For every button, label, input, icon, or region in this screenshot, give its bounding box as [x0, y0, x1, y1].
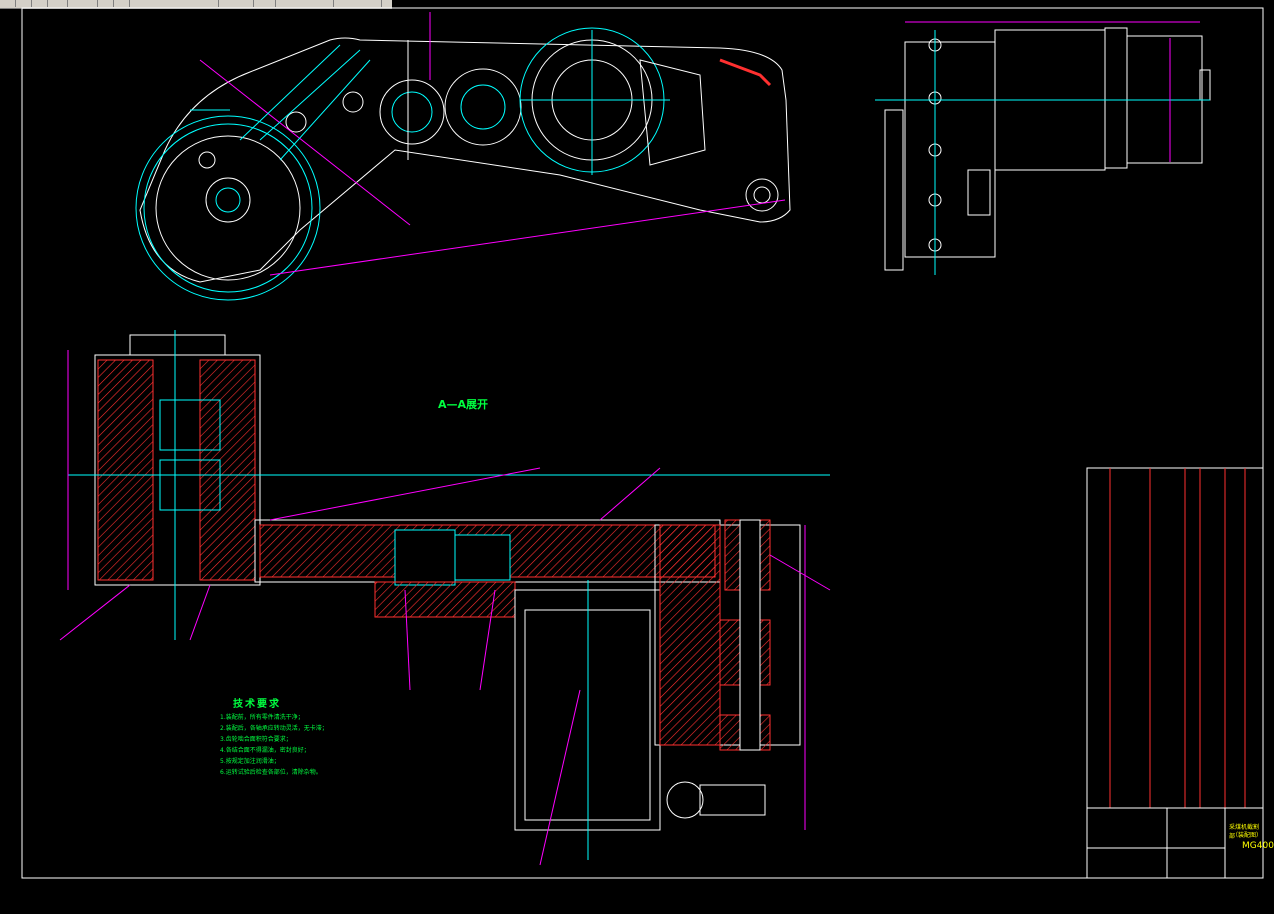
drawing-frame [21, 7, 1264, 879]
tech-note: 1.装配前，所有零件清洗干净； [220, 714, 304, 721]
open-icon[interactable] [18, 0, 32, 7]
tech-note: 5.按规定加注润滑油； [220, 758, 280, 765]
title-block-name: 采煤机截割部 [1229, 824, 1260, 840]
print-icon[interactable] [54, 0, 68, 7]
drawing-number: MG400 [1242, 841, 1274, 851]
zoom-icon[interactable] [320, 0, 334, 7]
rocker-arm-view [135, 12, 791, 301]
drawing-canvas[interactable] [0, 7, 1264, 914]
tech-note: 2.装配后，各轴承应转动灵活，无卡滞； [220, 725, 328, 732]
title-block-subtitle: （装配图） [1232, 832, 1263, 839]
tech-requirements-title: 技术要求 [233, 699, 281, 710]
save-icon[interactable] [34, 0, 48, 7]
parts-list [1086, 467, 1264, 879]
tech-note: 3.齿轮啮合面积符合要求； [220, 736, 292, 743]
undo-icon[interactable] [205, 0, 219, 7]
cut-icon[interactable] [84, 0, 98, 7]
pan-icon[interactable] [262, 0, 276, 7]
section-view [59, 330, 831, 866]
copy-icon[interactable] [100, 0, 114, 7]
redo-icon[interactable] [240, 0, 254, 7]
side-view [875, 21, 1211, 275]
properties-icon[interactable] [368, 0, 382, 7]
new-icon[interactable] [2, 0, 16, 7]
tech-note: 6.运转试验后检查各部位，清除杂物。 [220, 769, 322, 776]
section-title: A—A展开 [438, 398, 489, 411]
tech-note: 4.各结合面不得漏油，密封良好； [220, 747, 310, 754]
paste-icon[interactable] [116, 0, 130, 7]
tech-requirements-list: 1.装配前，所有零件清洗干净； 2.装配后，各轴承应转动灵活，无卡滞； 3.齿轮… [220, 712, 328, 778]
